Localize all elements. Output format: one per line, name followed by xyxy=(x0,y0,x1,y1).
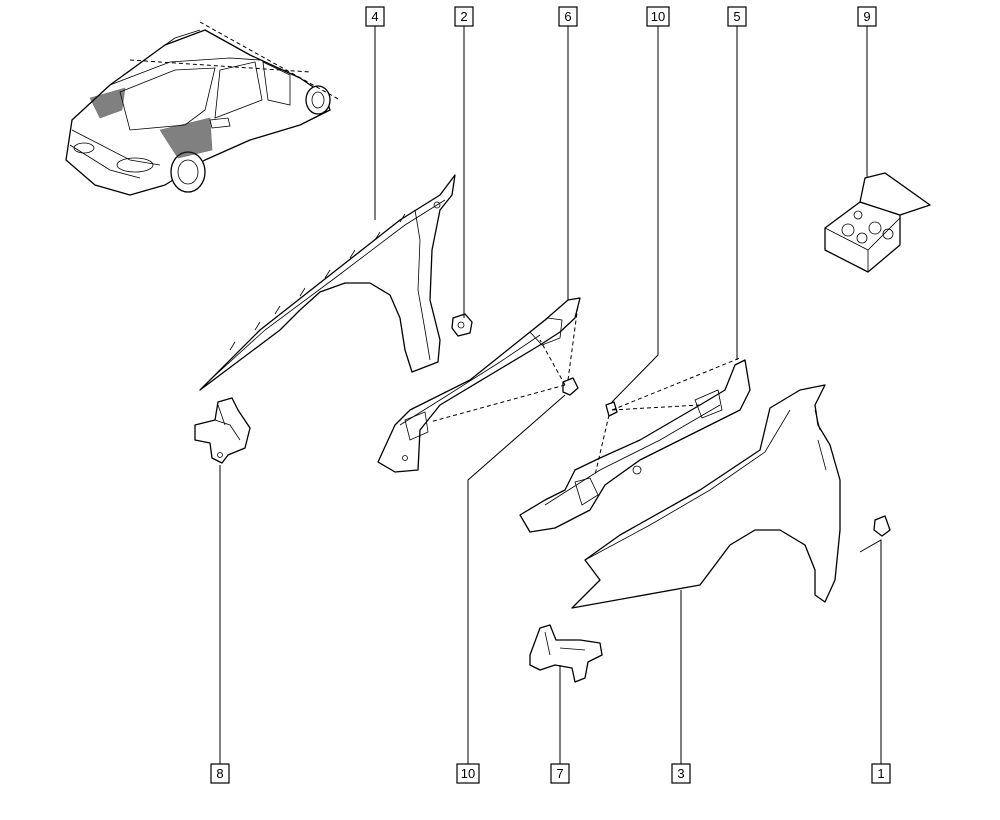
support-7-icon xyxy=(529,624,603,683)
callout-5: 5 xyxy=(727,6,747,27)
callout-9: 9 xyxy=(857,6,877,27)
svg-text:5: 5 xyxy=(733,9,740,24)
callout-7: 7 xyxy=(550,763,570,784)
car-overview-icon xyxy=(65,21,341,196)
svg-text:4: 4 xyxy=(371,9,378,24)
callout-10-bottom: 10 xyxy=(456,763,480,784)
svg-text:10: 10 xyxy=(461,766,475,781)
svg-text:6: 6 xyxy=(564,9,571,24)
svg-text:10: 10 xyxy=(651,9,665,24)
callout-4: 4 xyxy=(365,6,385,27)
clip-1-icon xyxy=(873,515,891,537)
svg-text:8: 8 xyxy=(216,766,223,781)
svg-text:3: 3 xyxy=(677,766,684,781)
callout-3: 3 xyxy=(671,763,691,784)
svg-text:9: 9 xyxy=(863,9,870,24)
fender-4-icon xyxy=(199,174,456,391)
callout-6: 6 xyxy=(558,6,578,27)
callout-10-top: 10 xyxy=(646,6,670,27)
bracket-6-icon xyxy=(377,297,581,473)
nut-10-left-icon xyxy=(562,377,579,396)
svg-text:7: 7 xyxy=(556,766,563,781)
leader-lines xyxy=(219,26,882,764)
svg-text:1: 1 xyxy=(877,766,884,781)
clip-2-icon xyxy=(451,313,473,337)
bracket-5-icon xyxy=(519,359,751,533)
svg-text:2: 2 xyxy=(460,9,467,24)
support-8-icon xyxy=(194,397,251,464)
assembly-lines xyxy=(429,304,741,476)
callout-2: 2 xyxy=(454,6,474,27)
callout-1: 1 xyxy=(871,763,891,784)
fastener-kit-9-icon xyxy=(824,172,931,273)
callout-8: 8 xyxy=(210,763,230,784)
nut-10-right-icon xyxy=(605,401,618,417)
fender-3-icon xyxy=(571,384,841,609)
